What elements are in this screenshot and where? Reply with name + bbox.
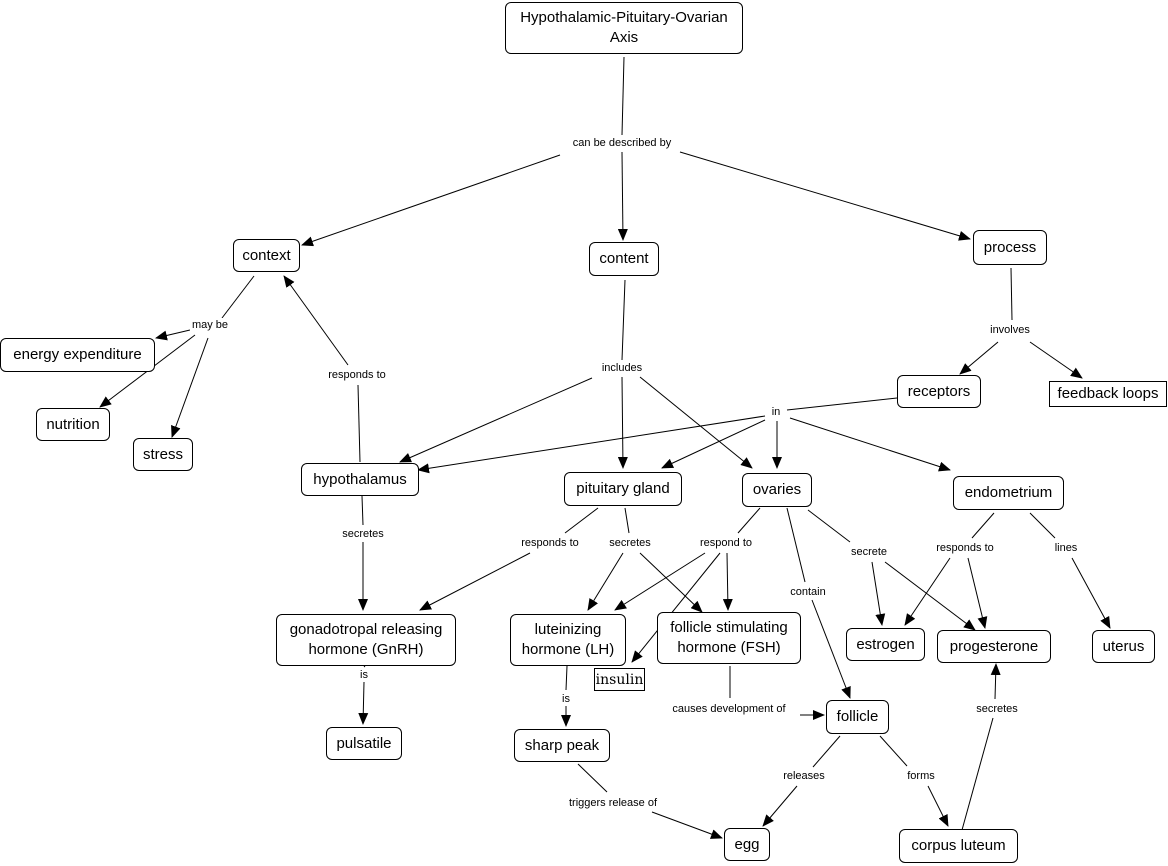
edge-arrow xyxy=(789,417,951,472)
node-estrogen[interactable]: estrogen xyxy=(846,628,925,661)
node-sharp-peak[interactable]: sharp peak xyxy=(514,729,610,762)
node-content[interactable]: content xyxy=(589,242,659,276)
edge-arrow xyxy=(927,785,949,827)
link-label-responds-to: responds to xyxy=(519,536,581,550)
edge xyxy=(737,507,761,534)
node-gnrh[interactable]: gonadotropal releasing hormone (GnRH) xyxy=(276,614,456,666)
edge-arrow xyxy=(679,151,971,241)
edge xyxy=(564,507,599,534)
edge xyxy=(621,56,625,136)
link-label-is: is xyxy=(358,668,370,682)
link-label-respond-to: respond to xyxy=(698,536,754,550)
edge-arrow xyxy=(762,785,798,827)
edge-arrow xyxy=(587,552,624,611)
link-label-involves: involves xyxy=(988,323,1032,337)
edge-arrow xyxy=(990,663,1001,700)
edge-arrow xyxy=(155,329,191,341)
node-endometrium[interactable]: endometrium xyxy=(953,476,1064,510)
edge xyxy=(221,275,255,319)
edge-arrow xyxy=(358,681,369,725)
link-label-releases: releases xyxy=(781,769,827,783)
edge-arrow xyxy=(631,552,721,663)
node-nutrition[interactable]: nutrition xyxy=(36,408,110,441)
link-label-causes-development-of: causes development of xyxy=(670,702,788,716)
edge xyxy=(961,717,994,831)
edge xyxy=(1010,267,1013,321)
edge-arrow xyxy=(171,337,209,438)
node-pulsatile[interactable]: pulsatile xyxy=(326,727,402,760)
node-receptors[interactable]: receptors xyxy=(897,375,981,408)
link-label-secrete: secrete xyxy=(848,545,890,559)
link-label-includes: includes xyxy=(599,361,645,375)
node-egg[interactable]: egg xyxy=(724,828,770,861)
link-label-secretes: secretes xyxy=(974,702,1020,716)
edge-arrow xyxy=(1071,557,1111,629)
node-context[interactable]: context xyxy=(233,239,300,272)
node-uterus[interactable]: uterus xyxy=(1092,630,1155,663)
edge-arrow xyxy=(811,599,851,699)
node-process[interactable]: process xyxy=(973,230,1047,265)
link-label-secretes: secretes xyxy=(340,527,386,541)
node-lh[interactable]: luteinizing hormone (LH) xyxy=(510,614,626,666)
link-label-in: in xyxy=(769,405,783,419)
edge-arrow xyxy=(871,561,886,626)
edge xyxy=(363,665,366,668)
edge-arrow xyxy=(639,376,753,469)
link-label-can-be-described-by: can be described by xyxy=(570,136,674,150)
link-label-secretes: secretes xyxy=(607,536,653,550)
node-corpus-luteum[interactable]: corpus luteum xyxy=(899,829,1018,863)
edge-arrow xyxy=(617,376,628,469)
node-hpo-axis[interactable]: Hypothalamic-Pituitary-Ovarian Axis xyxy=(505,2,743,54)
link-label-may-be: may be xyxy=(189,318,231,332)
edge-arrow xyxy=(617,151,628,241)
edge-arrow xyxy=(301,154,561,247)
edge-arrow xyxy=(614,552,706,611)
node-fsh[interactable]: follicle stimulating hormone (FSH) xyxy=(657,612,801,664)
edge-arrow xyxy=(904,557,951,626)
edge xyxy=(786,397,898,411)
edge-arrow xyxy=(283,275,349,366)
edge-arrow xyxy=(1029,341,1083,379)
node-energy-expenditure[interactable]: energy expenditure xyxy=(0,338,155,372)
edge-arrow xyxy=(651,811,723,839)
edge xyxy=(621,279,626,361)
edge-arrow xyxy=(399,377,593,463)
edge-arrow xyxy=(959,341,999,375)
edge xyxy=(807,509,851,543)
edge xyxy=(565,665,568,691)
node-hypothalamus[interactable]: hypothalamus xyxy=(301,463,419,496)
node-insulin[interactable]: insulin xyxy=(594,668,645,691)
link-label-forms: forms xyxy=(905,769,937,783)
edge-arrow xyxy=(884,561,976,631)
edge-arrow xyxy=(419,552,531,611)
node-stress[interactable]: stress xyxy=(133,438,193,471)
edge xyxy=(879,735,908,767)
edge-arrow xyxy=(417,415,766,474)
edge xyxy=(1029,512,1056,539)
link-label-lines: lines xyxy=(1052,541,1080,555)
edge xyxy=(812,735,841,768)
edge-arrow xyxy=(722,552,733,611)
edge xyxy=(971,512,995,539)
node-feedback-loops[interactable]: feedback loops xyxy=(1049,381,1167,407)
node-ovaries[interactable]: ovaries xyxy=(742,473,812,507)
node-follicle[interactable]: follicle xyxy=(826,700,889,734)
node-pituitary-gland[interactable]: pituitary gland xyxy=(564,472,682,506)
link-label-contain: contain xyxy=(788,585,828,599)
link-label-responds-to: responds to xyxy=(934,541,996,555)
edge xyxy=(361,495,364,526)
link-label-responds-to: responds to xyxy=(326,368,388,382)
link-label-is: is xyxy=(560,692,572,706)
edge xyxy=(624,507,630,534)
edge-arrow xyxy=(967,557,988,629)
edge-arrow xyxy=(639,552,703,613)
edge-arrow xyxy=(661,419,766,469)
link-label-triggers-release-of: triggers release of xyxy=(566,796,660,810)
edge xyxy=(786,507,806,583)
node-progesterone[interactable]: progesterone xyxy=(937,630,1051,663)
edge xyxy=(357,384,361,463)
edge xyxy=(577,763,608,793)
